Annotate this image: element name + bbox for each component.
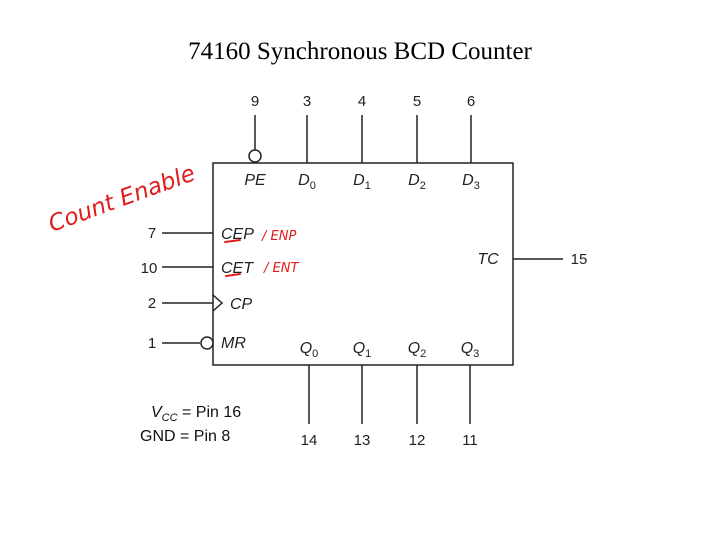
pin-number-7: 7 [148,225,156,242]
top-pin-d3: 6 D3 [462,93,480,192]
mr-inversion-bubble [200,336,214,350]
count-enable-annotation: Count Enable [45,161,199,238]
pin-number-1: 1 [148,335,156,352]
left-pin-cep: 7 CEP [148,225,254,243]
bottom-pin-q3: 11 Q3 [461,340,480,449]
pin-label-d1: D1 [353,172,371,192]
pin-number-2: 2 [148,295,156,312]
chip-body [212,162,514,366]
pin-label-d0: D0 [298,172,316,192]
pin-number-3: 3 [303,93,311,110]
cep-alias-annotation: / ENP [261,229,296,244]
cet-underline-mark [225,273,241,277]
pin-label-cp: CP [230,296,253,313]
pin-number-9: 9 [251,93,259,110]
pin-label-q1: Q1 [353,340,372,360]
pin-number-13: 13 [354,432,371,449]
pin-label-q2: Q2 [408,340,427,360]
pin-label-d3: D3 [462,172,480,192]
bottom-pin-q1: 13 Q1 [353,340,372,449]
cep-underline-mark [224,239,241,243]
pin-number-6: 6 [467,93,475,110]
left-pin-mr: 1 MR [148,335,247,352]
top-pin-pe: 9 PE [244,93,266,189]
bottom-pin-q2: 12 Q2 [408,340,427,449]
clock-triangle [212,294,224,312]
bottom-pin-q0: 14 Q0 [300,340,319,449]
gnd-note: GND = Pin 8 [140,428,230,445]
top-pin-d2: 5 D2 [408,93,426,192]
pin-number-10: 10 [141,260,158,277]
pin-label-cep: CEP [221,226,254,243]
cet-alias-annotation: / ENT [263,261,299,276]
pe-inversion-bubble [248,149,262,163]
pin-label-mr: MR [221,335,246,352]
vcc-note: VCC = Pin 16 [151,404,241,424]
pin-number-4: 4 [358,93,366,110]
right-pin-tc: 15 TC [477,251,587,268]
pin-label-cet: CET [221,260,254,277]
pin-label-q3: Q3 [461,340,480,360]
top-pin-d1: 4 D1 [353,93,371,192]
pin-number-5: 5 [413,93,421,110]
pin-number-14: 14 [301,432,318,449]
top-pin-d0: 3 D0 [298,93,316,192]
page-title: 74160 Synchronous BCD Counter [188,38,532,65]
pin-number-11: 11 [462,432,478,449]
pin-label-pe: PE [244,172,266,189]
pin-label-tc: TC [477,251,499,268]
pin-number-12: 12 [409,432,426,449]
pin-label-q0: Q0 [300,340,319,360]
pin-label-d2: D2 [408,172,426,192]
pin-number-15: 15 [571,251,588,268]
left-pin-cp: 2 CP [148,294,253,313]
left-pin-cet: 10 CET [141,260,255,277]
